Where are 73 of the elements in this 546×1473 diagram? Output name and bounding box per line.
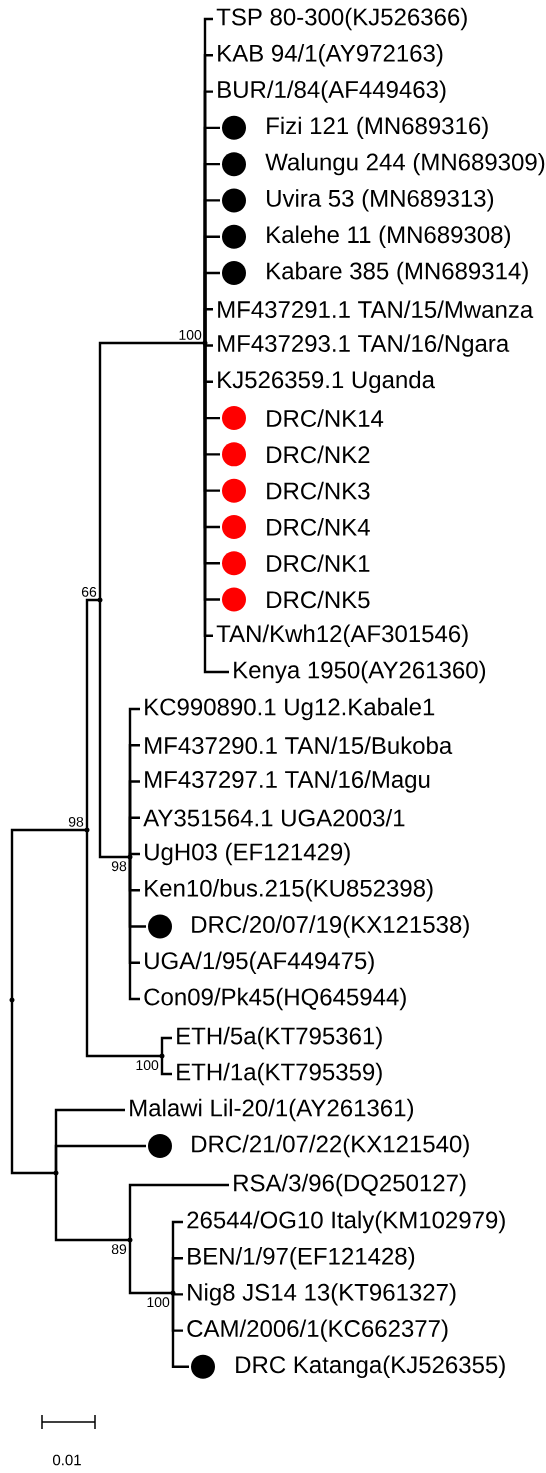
taxon-label: DRC Katanga(KJ526355)	[236, 1355, 505, 1378]
taxon-label: KJ526359.1 Uganda	[218, 370, 435, 393]
bootstrap-value: 100	[179, 329, 202, 340]
taxon-label: DRC/NK14	[267, 409, 384, 427]
taxon-label: RSA/3/96(DQ250127)	[234, 1173, 466, 1197]
branch	[54, 1173, 130, 1242]
taxon-label: DRC/20/07/19(KX121538)	[192, 915, 469, 938]
branch-point	[159, 1053, 165, 1059]
branch	[128, 857, 140, 1001]
branch-point	[97, 597, 103, 603]
scale-label: 0.01	[53, 1454, 81, 1466]
taxon-label: ETH/5a(KT795361)	[177, 1026, 382, 1050]
taxon-label: ETH/1a(KT795359)	[177, 1062, 382, 1086]
taxon-label: KC990890.1 Ug12.Kabale1	[145, 697, 435, 721]
branch-point	[127, 1237, 133, 1243]
taxon-label: DRC/NK5	[267, 590, 370, 609]
branch	[171, 1292, 183, 1296]
taxon-label: DRC/21/07/22(KX121540)	[192, 1134, 469, 1158]
taxon-label: UGA/1/95(AF449475)	[145, 951, 374, 974]
taxon-label: MF437290.1 TAN/15/Bukoba	[145, 736, 453, 755]
branch	[85, 598, 100, 830]
bootstrap-value: 66	[81, 586, 97, 597]
taxon-label: Ken10/bus.215(KU852398)	[145, 879, 433, 902]
branch-point	[9, 997, 15, 1003]
taxon-label: DRC/NK3	[267, 481, 370, 500]
taxon-label: Uvira 53 (MN689313)	[267, 189, 494, 212]
taxon-label: Walungu 244 (MN689309)	[265, 152, 545, 176]
branch-point	[127, 854, 133, 860]
taxon-label: TSP 80-300(KJ526366)	[216, 7, 467, 31]
bootstrap-value: 100	[147, 1297, 170, 1308]
bootstrap-value: 89	[111, 1244, 127, 1255]
taxon-label: Kenya 1950(AY261360)	[234, 660, 486, 684]
taxon-label: MF437293.1 TAN/16/Ngara	[218, 334, 510, 357]
branch	[10, 828, 87, 1000]
taxon-label: Kabare 385 (MN689314)	[267, 261, 528, 285]
taxon-label: MF437291.1 TAN/15/Mwanza	[218, 300, 534, 319]
taxon-label: DRC/NK4	[267, 518, 370, 536]
branch-point	[84, 827, 90, 833]
taxon-label: DRC/NK1	[267, 554, 370, 573]
taxon-label: TAN/Kwh12(AF301546)	[216, 624, 468, 647]
branch	[98, 341, 205, 600]
bootstrap-value: 100	[136, 1060, 159, 1071]
branch	[160, 1056, 172, 1076]
branch	[203, 308, 213, 343]
branch	[10, 1000, 56, 1175]
taxon-label: AY351564.1 UGA2003/1	[143, 808, 405, 827]
bootstrap-value: 98	[111, 861, 127, 872]
taxon-label: Con09/Pk45(HQ645944)	[144, 987, 406, 1011]
taxon-label: Malawi Lil-20/1(AY261361)	[130, 1098, 414, 1122]
branch-point	[170, 1290, 176, 1296]
taxon-label: UgH03 (EF121429)	[145, 842, 350, 866]
branch	[85, 830, 162, 1058]
branch	[54, 1144, 146, 1173]
taxon-label: BUR/1/84(AF449463)	[218, 80, 446, 103]
branch	[128, 852, 140, 857]
taxon-label: Fizi 121 (MN689316)	[267, 116, 488, 140]
taxon-label: DRC/NK2	[267, 445, 370, 464]
taxon-label: KAB 94/1(AY972163)	[218, 44, 443, 67]
taxon-label: BEN/1/97(EF121428)	[188, 1247, 415, 1270]
branch	[171, 1257, 183, 1293]
taxon-label: Kalehe 11 (MN689308)	[267, 225, 510, 248]
branch	[160, 1036, 172, 1056]
taxon-label: 26544/OG10 Italy(KM102979)	[187, 1210, 505, 1234]
branch	[128, 1183, 229, 1240]
taxon-label: CAM/2006/1(KC662377)	[187, 1319, 448, 1342]
bootstrap-value: 98	[68, 816, 84, 827]
branch	[203, 343, 229, 674]
branch	[98, 600, 130, 859]
taxon-label: MF437297.1 TAN/16/Magu	[145, 770, 430, 793]
taxon-label: Nig8 JS14 13(KT961327)	[188, 1283, 456, 1306]
branch	[128, 1240, 173, 1295]
branch	[171, 1293, 189, 1368]
branch-point	[53, 1170, 59, 1176]
